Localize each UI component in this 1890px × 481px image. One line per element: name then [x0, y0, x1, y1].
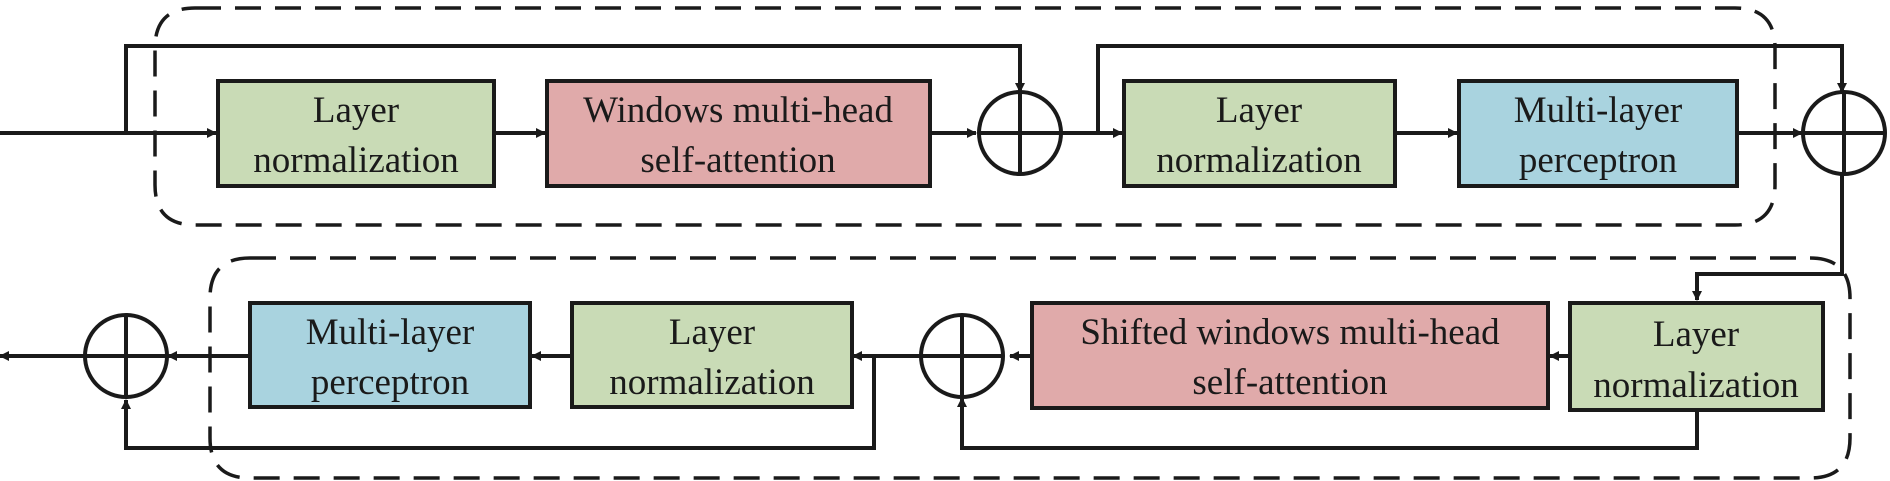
layer-norm-block-2: Layer normalization — [1122, 79, 1397, 188]
layer-norm-4-line2: normalization — [609, 362, 815, 403]
mlp-box-2 — [248, 301, 532, 409]
mlp-1-line1: Multi-layer — [1514, 90, 1683, 131]
mlp-box-1 — [1457, 79, 1739, 188]
layer-norm-1-line1: Layer — [313, 90, 399, 131]
layer-norm-box-1 — [216, 79, 496, 188]
layer-norm-2-line2: normalization — [1156, 140, 1362, 181]
layer-norm-box-3 — [1568, 301, 1825, 412]
wmsa-box — [545, 79, 932, 188]
wmsa-line2: self-attention — [640, 140, 835, 181]
layer-norm-3-line1: Layer — [1653, 314, 1739, 355]
swmsa-block: Shifted windows multi-head self-attentio… — [1030, 301, 1550, 410]
arrow-to-bottom-row — [1692, 175, 1844, 301]
wmsa-block: Windows multi-head self-attention — [545, 79, 932, 188]
top-block-outline — [153, 6, 1777, 227]
layer-norm-1-line2: normalization — [253, 140, 459, 181]
sum-node-3 — [919, 313, 1005, 399]
swmsa-line2: self-attention — [1192, 362, 1387, 403]
mlp-block-1: Multi-layer perceptron — [1457, 79, 1739, 188]
residual-skip-2 — [1096, 44, 1847, 133]
layer-norm-4-line1: Layer — [669, 312, 755, 353]
layer-norm-box-2 — [1122, 79, 1397, 188]
bottom-block-outline — [208, 256, 1852, 480]
layer-norm-block-4: Layer normalization — [570, 301, 854, 409]
layer-norm-3-line2: normalization — [1593, 365, 1799, 406]
layer-norm-box-4 — [570, 301, 854, 409]
mlp-1-line2: perceptron — [1519, 140, 1677, 181]
mlp-block-2: Multi-layer perceptron — [248, 301, 532, 409]
mlp-2-line1: Multi-layer — [306, 312, 475, 353]
residual-skip-3 — [957, 397, 1699, 450]
swmsa-box — [1030, 301, 1550, 410]
wmsa-line1: Windows multi-head — [583, 90, 893, 131]
residual-skip-1 — [124, 44, 1025, 133]
sum-node-2 — [1801, 90, 1887, 176]
layer-norm-block-3: Layer normalization — [1568, 301, 1825, 412]
sum-node-4 — [83, 313, 169, 399]
swmsa-line1: Shifted windows multi-head — [1080, 312, 1500, 353]
layer-norm-2-line1: Layer — [1216, 90, 1302, 131]
layer-norm-block-1: Layer normalization — [216, 79, 496, 188]
mlp-2-line2: perceptron — [311, 362, 469, 403]
residual-skip-4 — [121, 356, 876, 450]
sum-node-1 — [977, 90, 1063, 176]
